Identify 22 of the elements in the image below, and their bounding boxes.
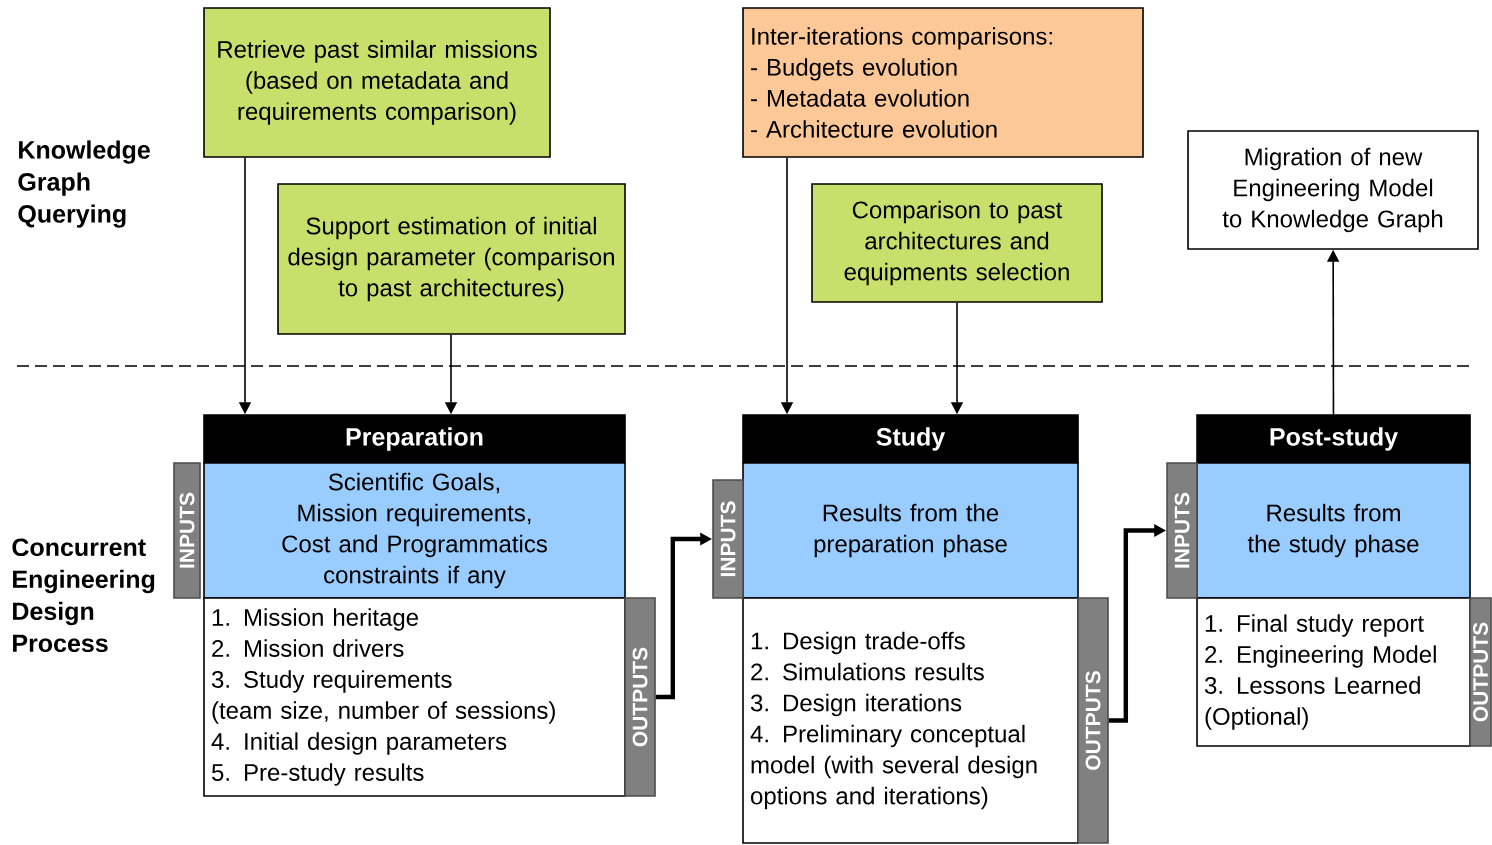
output-box: 1. Mission heritage 2. Mission drivers 3. Study requirements (team size, number of sessions) 4. Initial design parameters 5. Pre-study results <box>203 597 626 797</box>
query-box: Comparison to past architectures and equipments selection <box>811 183 1103 303</box>
phase-header: Post-study <box>1196 414 1471 464</box>
input-box: Results from the study phase <box>1196 462 1471 599</box>
outputs-tab: OUTPUTS <box>1469 597 1492 747</box>
input-box: Scientific Goals, Mission requirements, Cost and Programmatics constraints if any <box>203 462 626 599</box>
outputs-tab: OUTPUTS <box>624 597 656 797</box>
query-box: Retrieve past similar missions (based on metadata and requirements comparison) <box>203 7 551 158</box>
phase-header: Preparation <box>203 414 626 464</box>
inputs-tab: INPUTS <box>173 462 201 599</box>
process-box: Migration of new Engineering Model to Knowledge Graph <box>1187 130 1479 250</box>
query-box: Inter-iterations comparisons: - Budgets evolution - Metadata evolution - Architecture evolution <box>742 7 1144 158</box>
output-box: 1. Design trade-offs 2. Simulations results 3. Design iterations 4. Preliminary conceptual model (with several design options and iterations) <box>742 597 1079 844</box>
input-box: Results from the preparation phase <box>742 462 1079 599</box>
section-label: Concurrent Engineering Design Process <box>12 538 155 653</box>
section-label: Knowledge Graph Querying <box>18 140 150 228</box>
outputs-tab: OUTPUTS <box>1077 597 1109 844</box>
phase-header: Study <box>742 414 1079 464</box>
output-box: 1. Final study report 2. Engineering Model 3. Lessons Learned (Optional) <box>1196 597 1471 747</box>
query-box: Support estimation of initial design parameter (comparison to past architectures) <box>277 183 626 335</box>
inputs-tab: INPUTS <box>712 479 744 599</box>
inputs-tab: INPUTS <box>1166 462 1198 599</box>
